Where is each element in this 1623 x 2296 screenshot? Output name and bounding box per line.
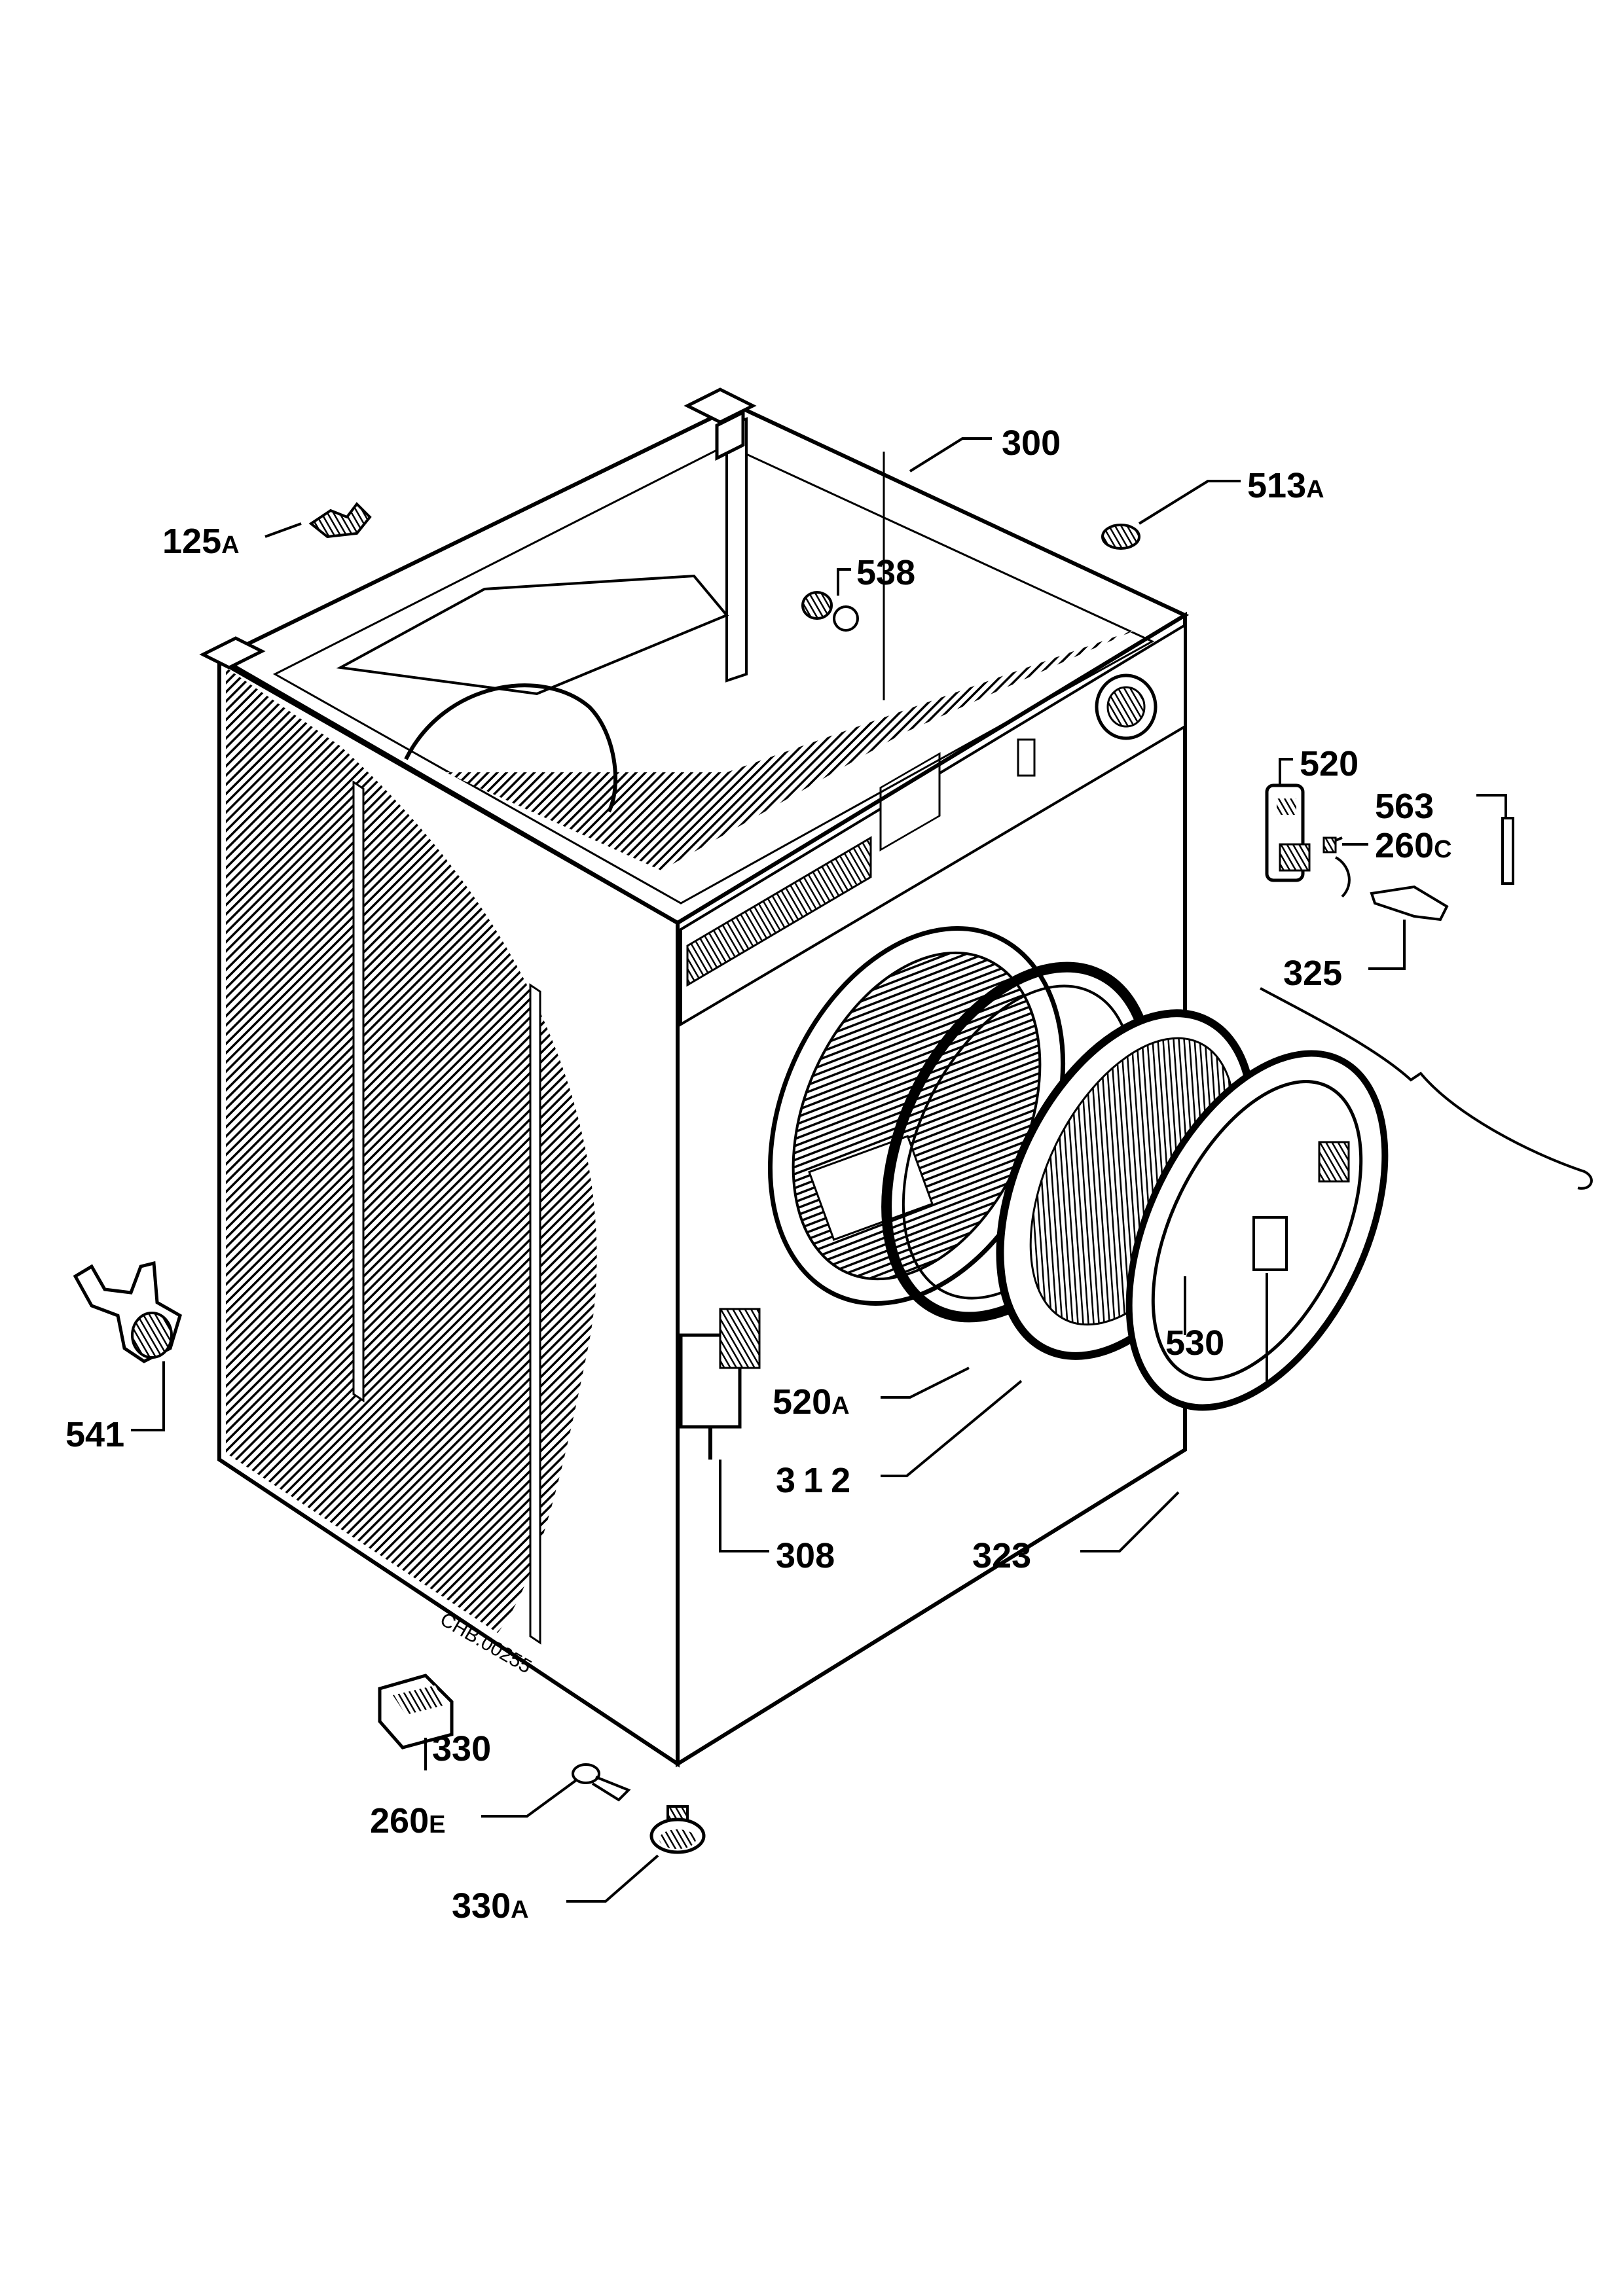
leader-513a	[1138, 480, 1241, 525]
label-538: 538	[856, 553, 915, 592]
leader-308	[719, 1460, 769, 1552]
leader-125a	[264, 522, 302, 538]
leader-520	[1279, 758, 1293, 785]
label-325: 325	[1283, 954, 1342, 993]
label-308: 308	[776, 1536, 835, 1575]
part-513a-cap	[1101, 524, 1140, 550]
part-125a-clip	[308, 501, 372, 539]
leader-323	[1080, 1491, 1180, 1552]
part-260e-clip	[572, 1763, 631, 1802]
label-520a: 520A	[773, 1382, 850, 1422]
cabinet-interior-bracket	[336, 574, 729, 696]
control-slot	[1017, 738, 1036, 777]
leader-lines	[131, 437, 1507, 1903]
cabinet-top-inner	[272, 444, 1155, 905]
control-panel-strip	[680, 622, 1186, 1027]
cabinet-interior-drum	[404, 683, 617, 813]
label-530: 530	[1165, 1323, 1224, 1363]
label-330a: 330A	[452, 1886, 529, 1926]
label-125a: 125A	[162, 522, 240, 561]
control-dial-inner	[1106, 686, 1146, 728]
label-300: 300	[1002, 423, 1061, 463]
part-260c-spring	[1322, 836, 1351, 898]
leader-538	[837, 568, 851, 596]
part-labels: 300 513A 125A 538 520 563 260C 325 530 5…	[65, 423, 1452, 1926]
top-bracket-left	[199, 636, 266, 670]
leader-530	[1184, 1273, 1268, 1384]
part-563-pin	[1501, 817, 1514, 885]
leader-325	[1368, 920, 1406, 970]
leader-520a	[881, 1367, 970, 1399]
part-538-screw	[801, 591, 859, 632]
cabinet-top-frame	[215, 403, 1190, 925]
part-325-lever	[1370, 885, 1449, 922]
label-330: 330	[432, 1729, 491, 1768]
cabinet-left-shadow	[226, 668, 597, 1633]
leader-563	[1476, 794, 1507, 818]
label-563: 563	[1375, 787, 1434, 826]
leader-312	[881, 1380, 1023, 1477]
leader-260e	[481, 1779, 577, 1818]
leader-300	[909, 437, 992, 473]
control-panel-slot	[686, 836, 872, 987]
cabinet-rear-wall	[725, 417, 748, 683]
part-330-foot	[378, 1674, 454, 1749]
leader-541	[131, 1361, 165, 1431]
label-312: 312	[776, 1461, 858, 1500]
label-260e: 260E	[370, 1801, 445, 1840]
part-541-hinge	[73, 1261, 182, 1363]
part-330a-foot	[649, 1805, 706, 1854]
door-ring-latch	[1318, 1141, 1350, 1183]
cabinet-left-panel-light	[529, 983, 541, 1645]
part-520-hinge	[1265, 783, 1311, 882]
label-541: 541	[65, 1415, 124, 1454]
cabinet-left-panel-seam	[352, 780, 365, 1403]
label-513a: 513A	[1247, 466, 1324, 505]
door-lock-308	[679, 1308, 761, 1460]
part-325-rod	[1260, 987, 1593, 1190]
label-323: 323	[972, 1536, 1031, 1575]
control-knob-housing	[879, 752, 941, 852]
cabinet-interior-shadow	[445, 628, 1139, 870]
top-bracket-rear-2	[715, 409, 745, 461]
leader-330a	[566, 1854, 659, 1903]
cabinet-300: CHB.00255	[199, 387, 1190, 1768]
label-520: 520	[1300, 744, 1359, 783]
label-260c: 260C	[1375, 826, 1452, 865]
door-handle-530	[1252, 1216, 1288, 1271]
door-ring-323-inner	[1151, 1080, 1363, 1381]
